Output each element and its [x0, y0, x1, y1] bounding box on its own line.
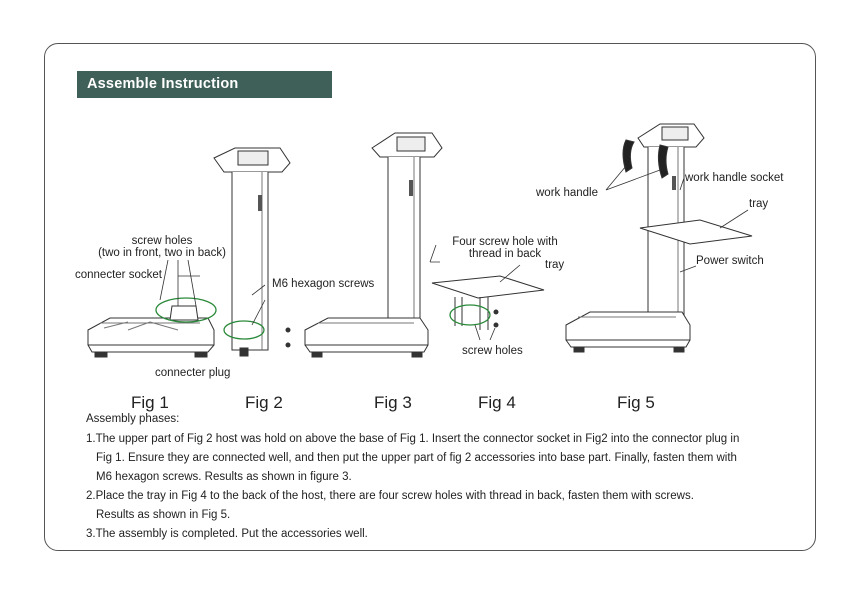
- step-2-line-2: Results as shown in Fig 5.: [96, 509, 231, 521]
- label-screw-holes-fig4: screw holes: [462, 345, 523, 357]
- fig5-full-device-illustration: [565, 123, 753, 353]
- fig4-tray-illustration: [429, 244, 545, 341]
- label-m6-hexagon-screws: M6 hexagon screws: [272, 278, 375, 290]
- fig3-assembled-illustration: [304, 132, 443, 358]
- label-connecter-socket: connecter socket: [75, 269, 162, 281]
- label-four-screw-hole-line1: Four screw hole with: [452, 236, 558, 248]
- section-title: Assemble Instruction: [77, 71, 332, 98]
- fig1-base-illustration: [87, 297, 217, 358]
- label-work-handle: work handle: [536, 187, 599, 199]
- label-screw-holes-line1: screw holes: [131, 235, 193, 247]
- label-power-switch: Power switch: [696, 255, 764, 267]
- assembly-phases-heading: Assembly phases:: [86, 413, 180, 425]
- step-1-line-3: M6 hexagon screws. Results as shown in f…: [96, 471, 352, 483]
- assembly-steps: 1.The upper part of Fig 2 host was hold …: [86, 430, 786, 544]
- label-work-handle-socket: work handle socket: [685, 172, 784, 184]
- step-3: 3.The assembly is completed. Put the acc…: [86, 525, 786, 544]
- fig3-caption: Fig 3: [374, 393, 412, 412]
- label-screw-holes: screw holes (two in front, two in back): [92, 235, 232, 259]
- fig4-caption: Fig 4: [478, 393, 516, 412]
- step-3-line-1: 3.The assembly is completed. Put the acc…: [86, 528, 368, 540]
- fig1-caption: Fig 1: [131, 393, 169, 412]
- label-four-screw-hole: Four screw hole with thread in back: [440, 236, 570, 260]
- step-1: 1.The upper part of Fig 2 host was hold …: [86, 430, 786, 487]
- fig5-caption: Fig 5: [617, 393, 655, 412]
- label-tray-fig5: tray: [749, 198, 769, 210]
- step-2-line-1: 2.Place the tray in Fig 4 to the back of…: [86, 490, 694, 502]
- label-screw-holes-line2: (two in front, two in back): [98, 247, 226, 259]
- fig2-column-illustration: [213, 147, 291, 357]
- step-2: 2.Place the tray in Fig 4 to the back of…: [86, 487, 786, 525]
- step-1-line-2: Fig 1. Ensure they are connected well, a…: [96, 452, 737, 464]
- fig2-caption: Fig 2: [245, 393, 283, 412]
- step-1-line-1: 1.The upper part of Fig 2 host was hold …: [86, 433, 740, 445]
- label-four-screw-hole-line2: thread in back: [468, 248, 542, 260]
- document-frame: [44, 43, 816, 551]
- label-connecter-plug: connecter plug: [155, 367, 231, 379]
- label-tray-fig4: tray: [545, 259, 565, 271]
